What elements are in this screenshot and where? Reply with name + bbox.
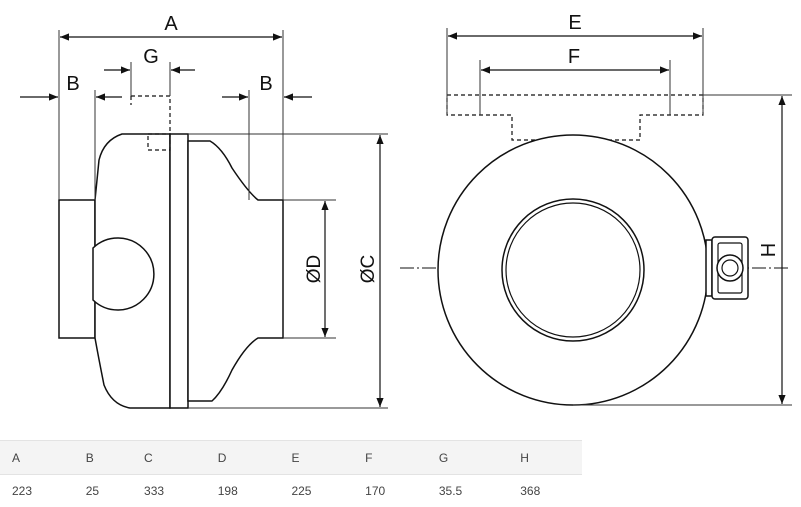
table-header-f: F	[353, 441, 427, 475]
dimension-d-label: ØD	[304, 255, 325, 284]
table-cell-g: 35.5	[427, 475, 508, 507]
outlet-cone	[188, 141, 283, 401]
front-view: E F H	[400, 12, 792, 405]
dimension-e-label: E	[568, 12, 581, 34]
table-header-a: A	[0, 441, 74, 475]
dimension-h-label: H	[758, 243, 780, 257]
dimension-c-label: ØC	[358, 255, 379, 284]
table-cell-f: 170	[353, 475, 427, 507]
terminal-box-dashed	[131, 96, 170, 134]
table-header-b: B	[74, 441, 132, 475]
dimension-b-left-label: B	[66, 73, 79, 95]
table-cell-d: 198	[206, 475, 280, 507]
dimension-a-label: A	[164, 13, 178, 35]
table-header-row: A B C D E F G H	[0, 441, 582, 475]
dimension-b-right-label: B	[259, 73, 272, 95]
cable-gland-icon	[717, 255, 743, 281]
table-cell-h: 368	[508, 475, 582, 507]
mounting-bracket-dashed	[447, 95, 703, 140]
table-cell-b: 25	[74, 475, 132, 507]
table-header-e: E	[279, 441, 353, 475]
dimension-f-label: F	[568, 46, 580, 68]
housing-flange	[170, 134, 188, 408]
technical-drawing: A G B B ØD ØC	[0, 0, 801, 438]
dimension-g-label: G	[143, 46, 159, 68]
table-header-c: C	[132, 441, 206, 475]
table-cell-c: 333	[132, 475, 206, 507]
table-cell-a: 223	[0, 475, 74, 507]
terminal-box	[706, 237, 748, 299]
table-row: 223 25 333 198 225 170 35.5 368	[0, 475, 582, 507]
table-header-h: H	[508, 441, 582, 475]
inlet-spigot	[59, 200, 95, 338]
side-view: A G B B ØD ØC	[20, 13, 388, 408]
table-header-d: D	[206, 441, 280, 475]
duct-opening-outer	[502, 199, 644, 341]
table-header-g: G	[427, 441, 508, 475]
table-cell-e: 225	[279, 475, 353, 507]
dimensions-table: A B C D E F G H 223 25 333 198 225 170 3…	[0, 440, 582, 507]
